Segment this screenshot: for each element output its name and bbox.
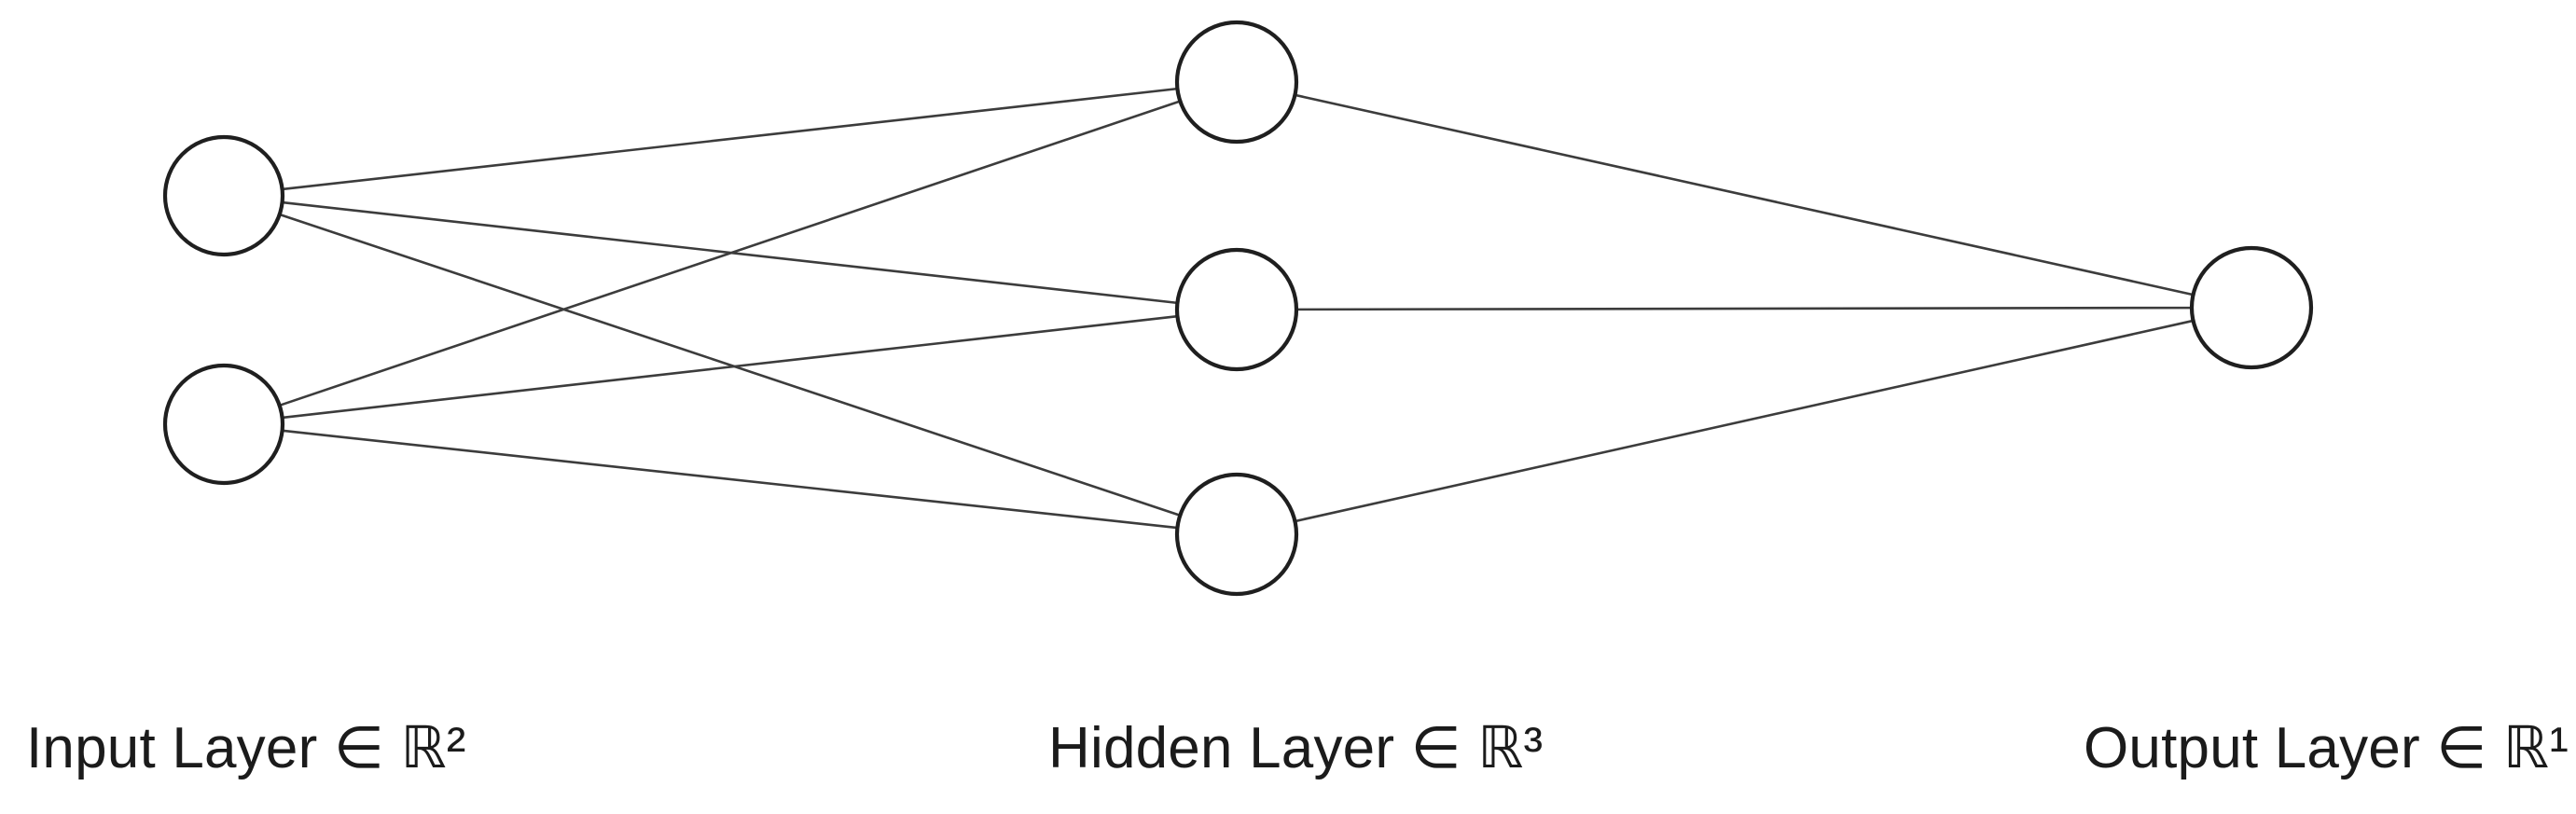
nodes-group bbox=[162, 20, 2314, 597]
edges-group bbox=[278, 87, 2195, 530]
edge-i2-h3 bbox=[281, 429, 1179, 530]
edge-i1-h3 bbox=[278, 213, 1182, 517]
hidden-layer-label: Hidden Layer ∈ ℝ³ bbox=[1048, 716, 1544, 780]
edge-i1-h1 bbox=[281, 87, 1179, 191]
neuron-node-i1 bbox=[162, 134, 285, 257]
edge-h3-o1 bbox=[1294, 319, 2195, 523]
neuron-node-h1 bbox=[1174, 20, 1299, 145]
edge-h2-o1 bbox=[1295, 306, 2194, 311]
output-layer-label: Output Layer ∈ ℝ¹ bbox=[2084, 716, 2569, 780]
neuron-node-h2 bbox=[1174, 247, 1299, 372]
edge-i2-h2 bbox=[281, 314, 1179, 420]
edge-h1-o1 bbox=[1294, 93, 2195, 297]
neuron-node-h3 bbox=[1174, 472, 1299, 597]
neuron-node-o1 bbox=[2189, 245, 2314, 370]
neuron-node-i2 bbox=[162, 363, 285, 486]
input-layer-label: Input Layer ∈ ℝ² bbox=[26, 716, 466, 780]
edge-i2-h1 bbox=[278, 100, 1182, 407]
